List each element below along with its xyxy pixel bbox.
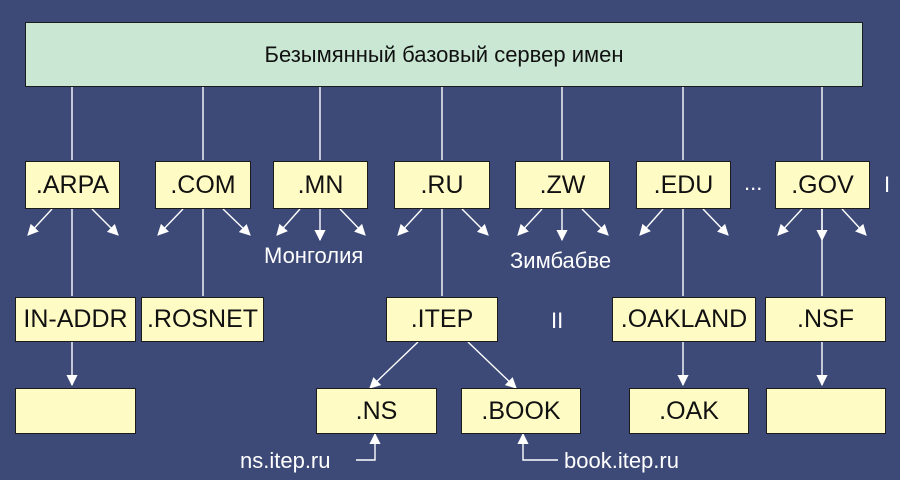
domain-in-addr: IN-ADDR <box>15 297 136 342</box>
domain-nsf: .NSF <box>765 297 886 342</box>
domain-rosnet-label: .ROSNET <box>146 305 259 333</box>
domain-blank-right <box>766 388 886 434</box>
tld-gov-label: .GOV <box>791 170 854 199</box>
domain-ns-label: .NS <box>355 396 398 425</box>
caption-mongolia: Монголия <box>264 243 364 268</box>
tld-mn: .MN <box>273 161 368 209</box>
tld-com: .COM <box>155 161 251 209</box>
domain-itep-label: .ITEP <box>410 305 474 333</box>
host-book-itep-ru: book.itep.ru <box>564 448 679 473</box>
domain-book: .BOOK <box>461 388 581 434</box>
caption-zimbabwe: Зимбабве <box>510 248 612 273</box>
tld-arpa: .ARPA <box>25 161 120 209</box>
domain-oak: .OAK <box>629 388 749 434</box>
domain-oak-label: .OAK <box>659 396 719 425</box>
tld-com-label: .COM <box>170 170 236 199</box>
root-name-server-label: Безымянный базовый сервер имен <box>264 41 624 67</box>
domain-rosnet: .ROSNET <box>141 297 264 342</box>
ellipsis: ... <box>744 170 763 195</box>
tld-ru-label: .RU <box>420 170 464 199</box>
host-ns-itep-ru: ns.itep.ru <box>240 448 331 473</box>
domain-itep: .ITEP <box>386 297 498 342</box>
domain-oakland: .OAKLAND <box>612 297 756 342</box>
tld-gov: .GOV <box>775 161 870 209</box>
tld-mn-label: .MN <box>297 170 344 199</box>
domain-blank-left <box>15 388 136 434</box>
level-mark-two: II <box>551 308 564 333</box>
level-mark-one: I <box>884 172 891 197</box>
domain-oakland-label: .OAKLAND <box>620 305 748 333</box>
tld-zw-label: .ZW <box>539 170 586 199</box>
domain-ns: .NS <box>316 388 437 434</box>
tld-ru: .RU <box>394 161 490 209</box>
tld-zw: .ZW <box>515 161 610 209</box>
root-name-server: Безымянный базовый сервер имен <box>25 22 863 87</box>
tld-edu: .EDU <box>636 161 731 209</box>
domain-nsf-label: .NSF <box>797 305 854 333</box>
domain-in-addr-label: IN-ADDR <box>23 305 128 333</box>
tld-arpa-label: .ARPA <box>35 170 110 199</box>
tld-edu-label: .EDU <box>653 170 714 199</box>
domain-book-label: .BOOK <box>481 396 561 425</box>
